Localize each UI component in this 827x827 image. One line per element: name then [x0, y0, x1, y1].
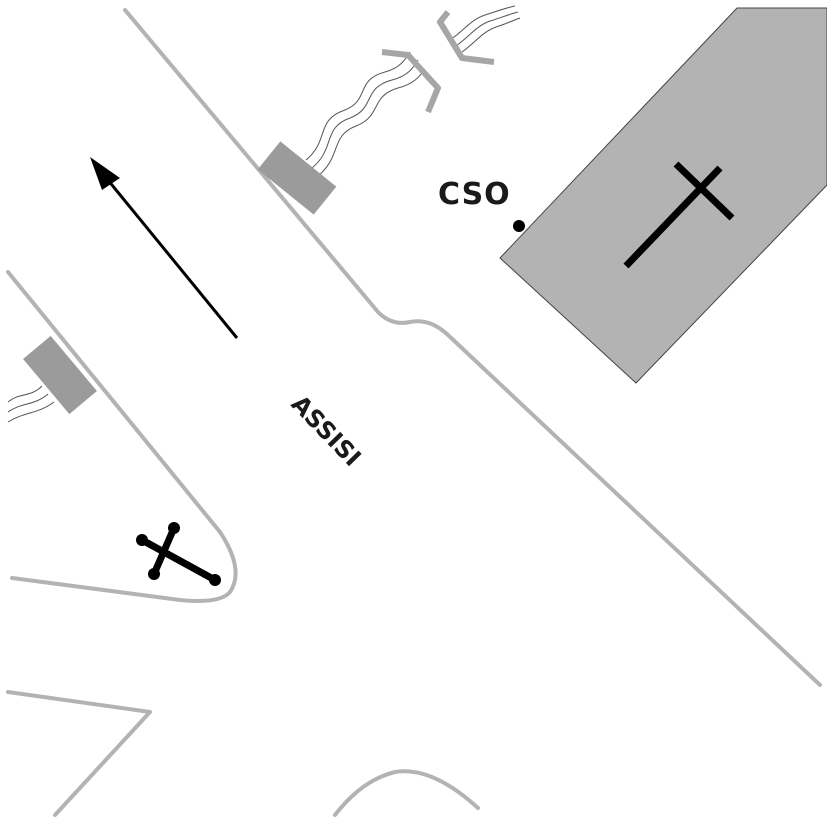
- dot-icon[interactable]: [513, 220, 525, 232]
- bridge-upper: [381, 10, 495, 114]
- street-edges: [6, 8, 822, 817]
- gate-upper: [257, 141, 337, 215]
- one-way-arrow-icon: [90, 157, 239, 339]
- bone-cross-icon: [136, 522, 221, 586]
- stream-upper-right: [305, 5, 521, 177]
- stream-left: [7, 385, 55, 423]
- latin-cross-icon: [623, 161, 735, 269]
- street-label[interactable]: ASSISI: [286, 390, 367, 472]
- poi-label[interactable]: CSO: [438, 177, 511, 212]
- church-building[interactable]: [499, 7, 827, 384]
- gate-left: [23, 335, 97, 415]
